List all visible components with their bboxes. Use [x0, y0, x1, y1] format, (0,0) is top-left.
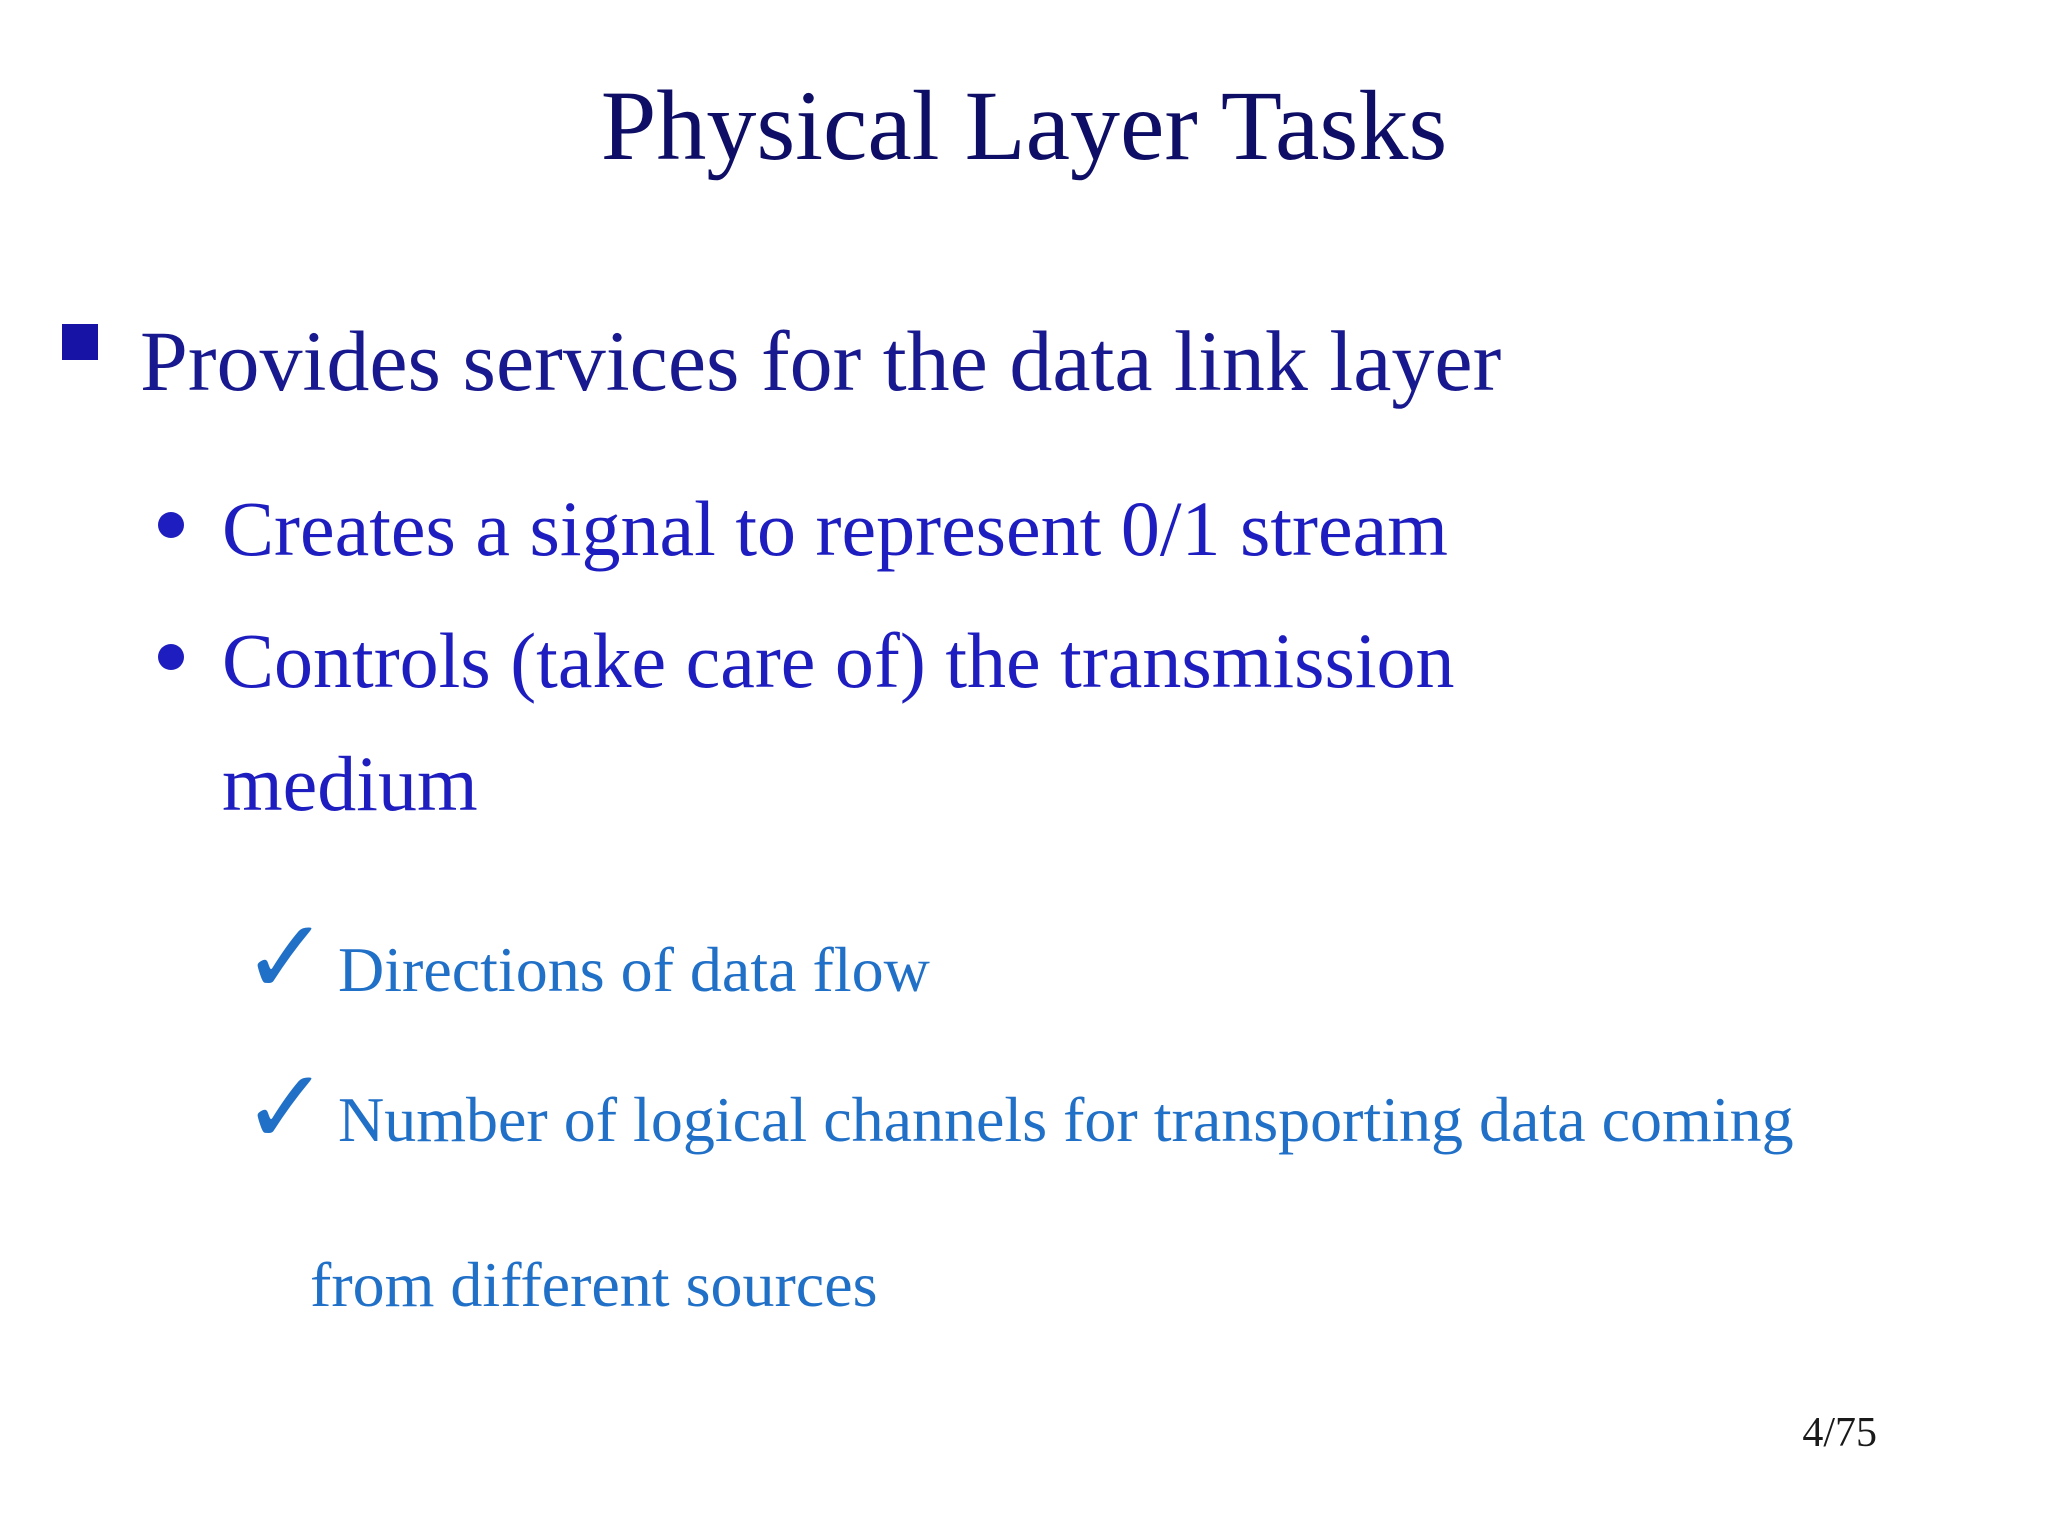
slide-title: Physical Layer Tasks	[600, 70, 1448, 181]
bullet-level2-text: Controls (take care of) the transmission…	[222, 622, 1455, 823]
bullet-level2-text: Creates a signal to represent 0/1 stream	[222, 485, 1448, 572]
square-bullet-icon	[62, 324, 98, 360]
page-number: 4/75	[1802, 1410, 1877, 1456]
checkmark-icon: ✓	[242, 1046, 330, 1168]
bullet-level3-text: Directions of data flow	[338, 934, 930, 1005]
bullet-level3-line2: from different sources	[310, 1249, 878, 1320]
bullet-item-level2: Controls (take care of) the transmission…	[158, 622, 1455, 823]
bullet-level2-line1: Controls (take care of) the transmission	[222, 617, 1455, 704]
dot-bullet-icon	[158, 512, 184, 538]
bullet-item-level3: ✓ Number of logical channels for transpo…	[242, 1055, 1794, 1320]
checkmark-icon: ✓	[242, 896, 330, 1018]
bullet-level2-line2: medium	[222, 740, 478, 827]
dot-bullet-icon	[158, 644, 184, 670]
bullet-level3-line1: Number of logical channels for transport…	[338, 1084, 1794, 1155]
bullet-item-level3: ✓ Directions of data flow	[242, 905, 930, 1009]
bullet-item-level1: Provides services for the data link laye…	[62, 318, 1501, 404]
bullet-item-level2: Creates a signal to represent 0/1 stream	[158, 490, 1448, 568]
bullet-level1-text: Provides services for the data link laye…	[140, 313, 1502, 409]
